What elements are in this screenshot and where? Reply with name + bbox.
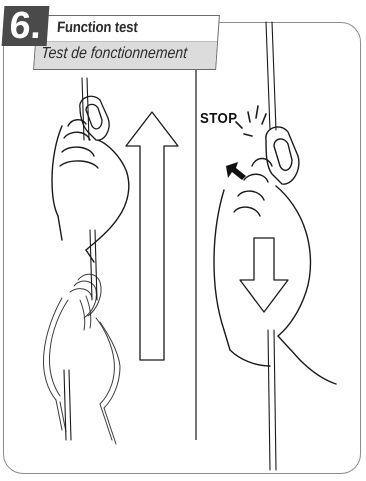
title-french: Test de fonctionnement xyxy=(41,45,188,63)
left-motion-blur-hand xyxy=(44,274,121,444)
title-french-band: Test de fonctionnement xyxy=(34,41,217,69)
right-scene xyxy=(214,22,336,470)
right-rope-grab-device xyxy=(266,127,299,184)
step-number-badge: 6. xyxy=(2,6,50,46)
stop-burst-lines xyxy=(236,106,266,136)
up-arrow-icon xyxy=(126,112,178,360)
right-hand xyxy=(214,159,336,385)
stop-label: STOP xyxy=(200,110,237,127)
down-arrow-icon xyxy=(240,238,288,312)
title-english: Function test xyxy=(56,19,138,36)
press-arrow-icon xyxy=(226,162,246,180)
left-scene xyxy=(44,78,179,444)
title-box: Function test Test de fonctionnement xyxy=(33,15,220,70)
